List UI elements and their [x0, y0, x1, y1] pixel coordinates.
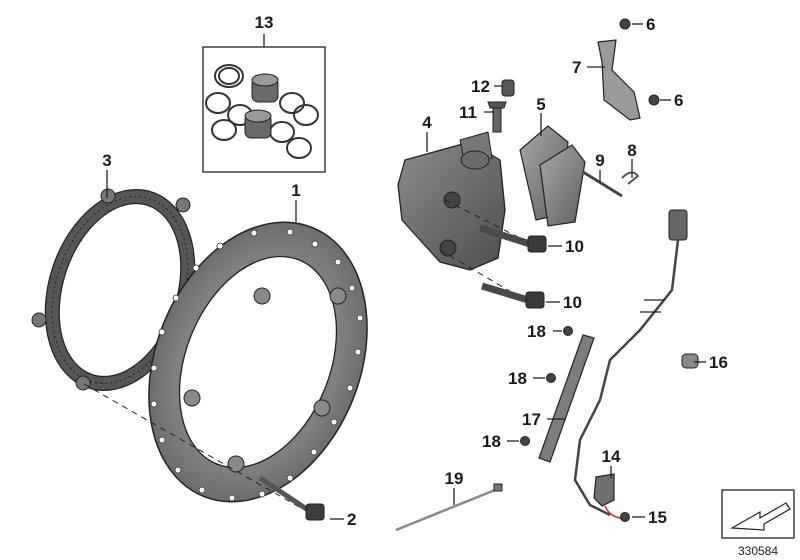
bleeder-valve [487, 101, 507, 133]
holder-screw-top [563, 326, 573, 336]
caliper-bolt-upper [478, 224, 547, 253]
callout-12: 12 [471, 77, 490, 96]
callout-18-middle: 18 [508, 369, 527, 388]
callout-10-upper: 10 [565, 237, 584, 256]
reference-number: 330584 [738, 544, 778, 558]
sensor-screw [620, 512, 630, 522]
callout-10-lower: 10 [563, 293, 582, 312]
callout-9: 9 [595, 151, 604, 170]
bracket-screw-upper [619, 18, 631, 30]
callout-1: 1 [291, 181, 300, 200]
disc-mount-lugs [183, 287, 347, 473]
callout-11: 11 [459, 103, 477, 122]
abs-sensor-cable [573, 209, 688, 517]
disc-bolt [258, 475, 325, 521]
callout-labels: 13 3 1 2 4 5 6 6 7 8 9 10 10 11 12 14 15… [102, 13, 728, 529]
callout-7: 7 [572, 58, 581, 77]
retaining-pin [582, 170, 623, 198]
bleeder-cap [501, 79, 515, 97]
callout-18-top: 18 [527, 322, 546, 341]
abs-sensor [593, 473, 630, 519]
caliper-pistons [244, 73, 279, 139]
cable-tie [395, 483, 503, 532]
callout-13: 13 [255, 13, 274, 32]
callout-4: 4 [422, 113, 432, 132]
leader-lines [106, 23, 706, 520]
reference-symbol: 330584 [721, 489, 795, 558]
cable-holder-strip [538, 334, 595, 463]
callout-16: 16 [709, 353, 728, 372]
bracket-screw-lower [648, 94, 660, 106]
callout-2: 2 [347, 510, 356, 529]
callout-14: 14 [602, 447, 621, 466]
seal-kit-box [202, 46, 326, 173]
holder-screw-bottom [520, 436, 530, 446]
brake-disc [148, 221, 368, 503]
callout-6-lower: 6 [674, 91, 683, 110]
spring-clip [621, 171, 640, 185]
callout-6-upper: 6 [646, 15, 655, 34]
holder-screw-middle [546, 373, 556, 383]
cable-grommet [681, 353, 699, 369]
callout-17: 17 [522, 410, 541, 429]
disc-holes [150, 228, 364, 502]
callout-15: 15 [648, 508, 667, 527]
callout-18-bottom: 18 [482, 432, 501, 451]
callout-8: 8 [627, 141, 636, 160]
callout-5: 5 [536, 95, 545, 114]
callout-19: 19 [445, 469, 464, 488]
brake-caliper [397, 131, 506, 271]
sensor-bracket [597, 39, 641, 121]
caliper-bolt-lower [480, 282, 545, 309]
brake-pads [519, 125, 586, 227]
callout-3: 3 [102, 151, 111, 170]
arrow-down-left-icon [729, 502, 791, 531]
